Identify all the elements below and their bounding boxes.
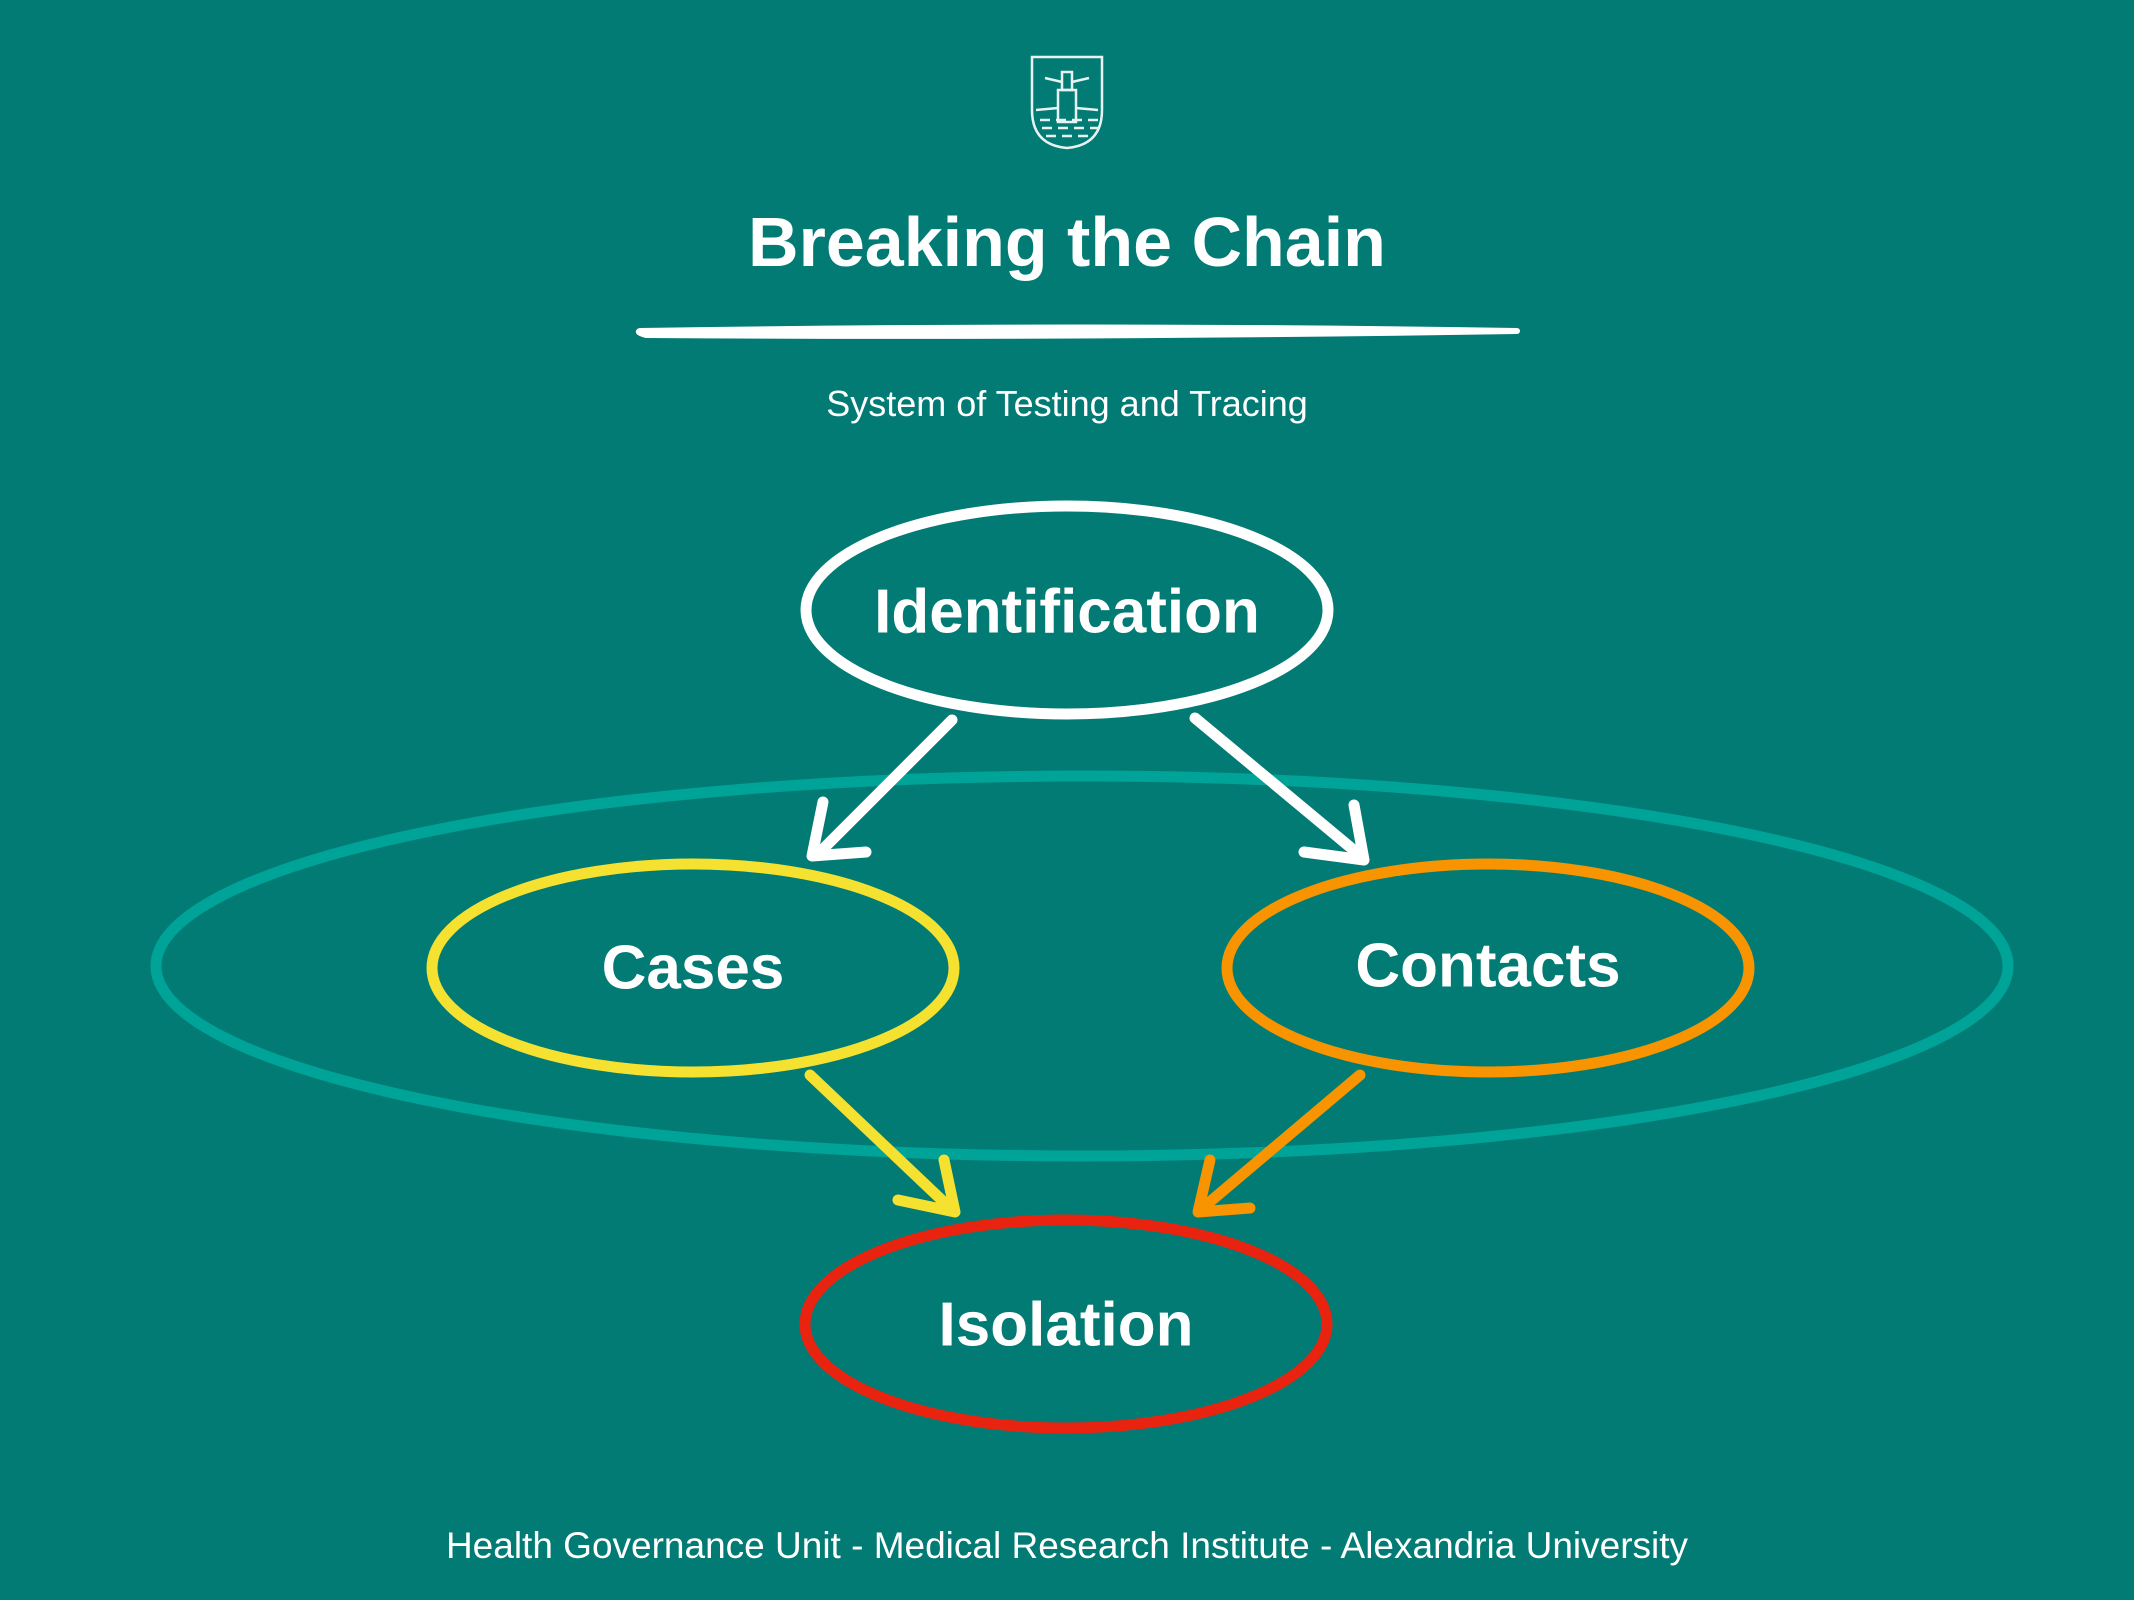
node-contacts-label: Contacts [1355,931,1621,1001]
cases-ellipse [426,858,960,1078]
node-cases-label: Cases [601,933,785,1003]
emblem-logo [1030,55,1104,150]
contacts-ellipse [1221,858,1755,1078]
page-title: Breaking the Chain [748,203,1386,281]
node-identification-label: Identification [874,577,1260,647]
title-underline [635,324,1520,339]
arrow-identification-to-contacts [1189,712,1370,866]
identification-ellipse [800,500,1334,720]
page-subtitle: System of Testing and Tracing [826,383,1308,424]
arrow-identification-to-cases [806,714,958,862]
arrow-cases-to-isolation [804,1069,961,1218]
arrow-contacts-to-isolation [1192,1069,1366,1218]
isolation-ellipse [799,1214,1333,1434]
footer-credits: Health Governance Unit - Medical Researc… [445,1525,1689,1566]
node-isolation-label: Isolation [938,1290,1194,1360]
group-ellipse [150,770,2014,1162]
